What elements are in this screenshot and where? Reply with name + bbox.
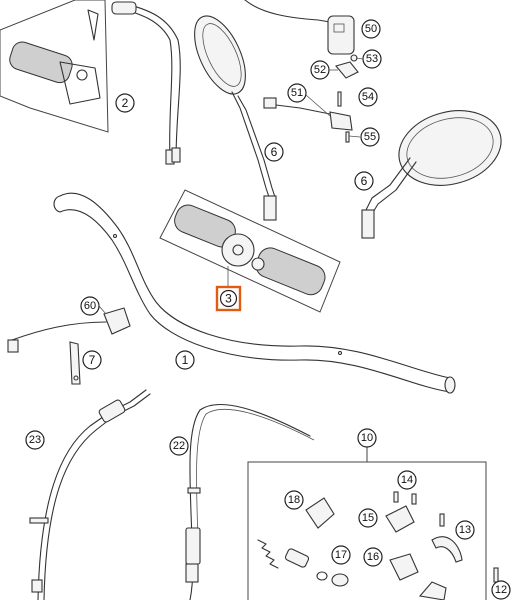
callout-15[interactable]: 15 xyxy=(358,508,378,528)
svg-text:10: 10 xyxy=(361,432,373,444)
callout-6-right[interactable]: 6 xyxy=(354,171,374,191)
callout-13[interactable]: 13 xyxy=(455,520,475,540)
left-switch xyxy=(7,307,131,385)
callout-54[interactable]: 54 xyxy=(358,87,378,107)
callout-7[interactable]: 7 xyxy=(82,350,102,370)
mirror-left xyxy=(194,15,277,221)
leader-lines xyxy=(98,57,364,315)
bolt-12 xyxy=(493,567,499,583)
svg-text:1: 1 xyxy=(182,353,189,367)
svg-text:22: 22 xyxy=(173,440,185,452)
callout-16[interactable]: 16 xyxy=(363,547,383,567)
mirror-right xyxy=(361,110,502,239)
throttle-cables xyxy=(111,1,181,165)
svg-text:16: 16 xyxy=(367,551,379,563)
callout-12[interactable]: 12 xyxy=(491,580,511,600)
callout-23[interactable]: 23 xyxy=(25,430,45,450)
callout-55[interactable]: 55 xyxy=(360,127,380,147)
svg-text:15: 15 xyxy=(362,512,374,524)
svg-text:13: 13 xyxy=(459,524,471,536)
handlebar xyxy=(53,192,456,394)
clutch-cable xyxy=(29,389,151,600)
cable-22 xyxy=(185,403,315,600)
callout-60[interactable]: 60 xyxy=(80,296,100,316)
svg-text:7: 7 xyxy=(89,353,96,367)
svg-text:6: 6 xyxy=(271,145,278,159)
lever-box xyxy=(247,446,487,600)
svg-text:12: 12 xyxy=(495,584,507,596)
callout-53[interactable]: 53 xyxy=(362,49,382,69)
callout-17[interactable]: 17 xyxy=(331,545,351,565)
svg-text:55: 55 xyxy=(364,131,376,143)
svg-text:60: 60 xyxy=(84,300,96,312)
svg-text:17: 17 xyxy=(335,549,347,561)
callout-52[interactable]: 52 xyxy=(310,60,330,80)
callout-6-left[interactable]: 6 xyxy=(264,142,284,162)
svg-text:53: 53 xyxy=(366,53,378,65)
grips-box xyxy=(159,189,341,313)
svg-text:18: 18 xyxy=(288,494,300,506)
callout-22[interactable]: 22 xyxy=(169,436,189,456)
callout-10[interactable]: 10 xyxy=(357,428,377,448)
svg-text:54: 54 xyxy=(362,91,374,103)
svg-text:3: 3 xyxy=(225,292,232,306)
callout-18[interactable]: 18 xyxy=(284,490,304,510)
callout-50[interactable]: 50 xyxy=(361,19,381,39)
switch-assembly xyxy=(244,0,359,143)
svg-text:2: 2 xyxy=(122,96,129,110)
svg-text:23: 23 xyxy=(29,434,41,446)
callout-51[interactable]: 51 xyxy=(287,83,307,103)
svg-text:51: 51 xyxy=(291,87,303,99)
callout-3-highlighted[interactable]: 3 xyxy=(215,285,242,312)
throttle-grip-box xyxy=(0,0,109,133)
callout-1[interactable]: 1 xyxy=(175,350,195,370)
svg-text:52: 52 xyxy=(314,64,326,76)
svg-text:50: 50 xyxy=(365,23,377,35)
callout-14[interactable]: 14 xyxy=(397,470,417,490)
svg-text:14: 14 xyxy=(401,474,413,486)
svg-text:6: 6 xyxy=(361,174,368,188)
callout-2[interactable]: 2 xyxy=(115,93,135,113)
